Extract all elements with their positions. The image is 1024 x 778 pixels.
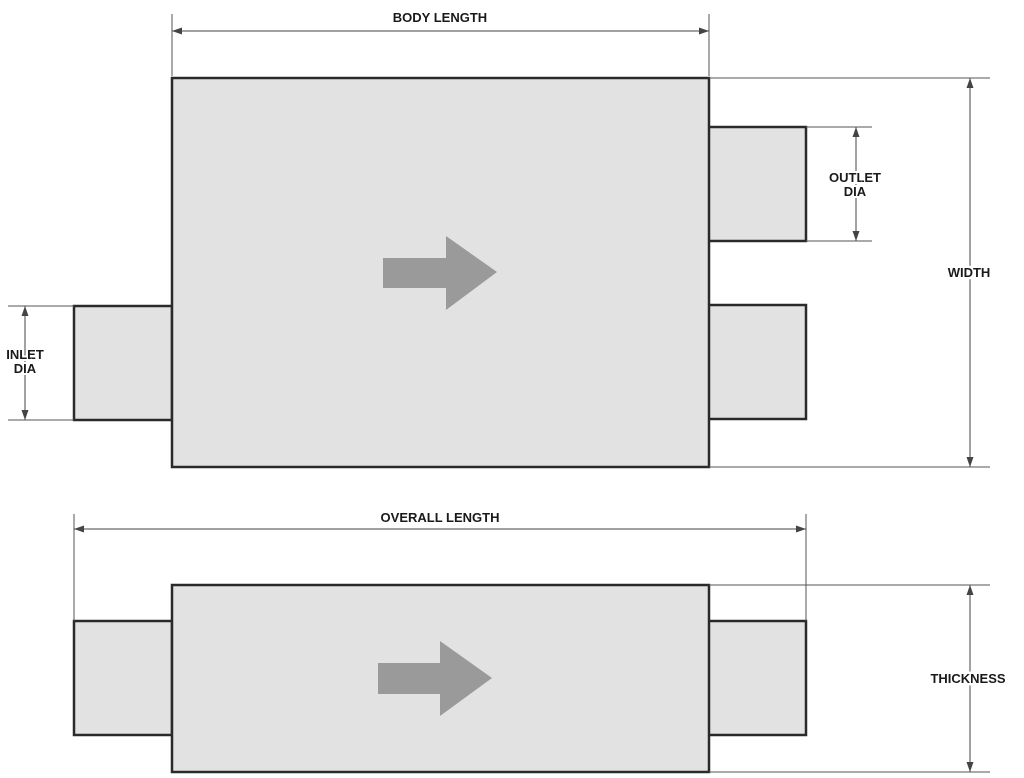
- outlet-dia-dimension: OUTLET DIA: [806, 126, 883, 242]
- body-length-dimension: BODY LENGTH: [171, 10, 710, 76]
- overall-length-dimension: OVERALL LENGTH: [73, 508, 807, 621]
- top-outlet-pipe-upper: [706, 125, 808, 243]
- top-inlet-pipe: [72, 304, 174, 422]
- top-flow-arrow-icon: [383, 236, 497, 310]
- side-inlet-pipe: [72, 619, 174, 737]
- outlet-dia-label-line1: OUTLET: [829, 170, 881, 185]
- outlet-dia-label-line2: DIA: [844, 184, 867, 199]
- thickness-label: THICKNESS: [930, 671, 1005, 686]
- width-label: WIDTH: [948, 265, 991, 280]
- inlet-dia-label-line2: DIA: [14, 361, 37, 376]
- inlet-dia-dimension: INLET DIA: [4, 305, 74, 421]
- body-length-label: BODY LENGTH: [393, 10, 487, 25]
- thickness-dimension: THICKNESS: [709, 584, 1008, 773]
- side-view: OVERALL LENGTH THICKNESS: [72, 508, 1008, 774]
- width-dimension: WIDTH: [709, 77, 993, 468]
- inlet-dia-label-line1: INLET: [6, 347, 44, 362]
- top-view: BODY LENGTH OUTLET DIA WIDTH: [4, 10, 993, 469]
- side-flow-arrow-icon: [378, 641, 492, 716]
- overall-length-label: OVERALL LENGTH: [381, 510, 500, 525]
- top-outlet-pipe-lower: [706, 303, 808, 421]
- side-outlet-pipe: [706, 619, 808, 737]
